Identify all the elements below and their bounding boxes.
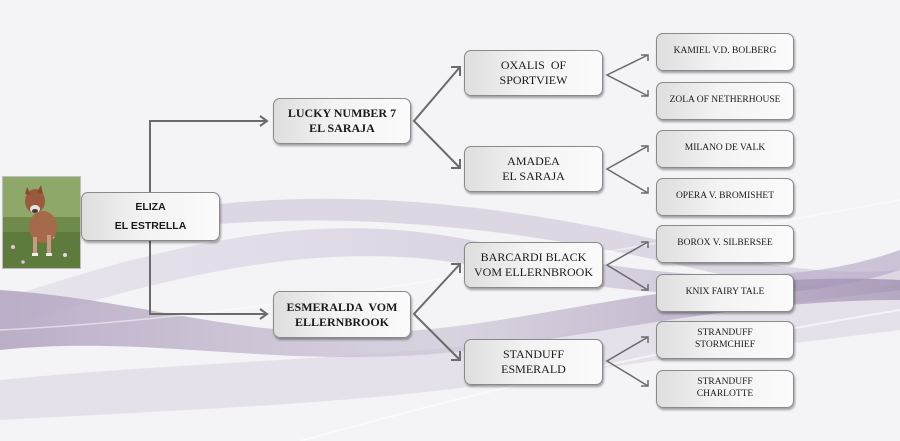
ancestor-name: KAMIEL V.D. BOLBERG xyxy=(673,46,777,57)
sire-dam-name-line1: AMADEA xyxy=(507,154,560,168)
ancestor-name-line2: CHARLOTTE xyxy=(696,389,754,399)
sire-dam-name-line2: EL SARAJA xyxy=(502,169,565,183)
ancestor-name-line1: STRANDUFF xyxy=(697,328,753,339)
dam-name-line1: ESMERALDA VOM xyxy=(286,299,398,314)
pedigree-dam-sire[interactable]: BARCARDI BLACK VOM ELLERNBROOK xyxy=(464,242,603,288)
sire-name-line2: EL SARAJA xyxy=(309,121,375,135)
ancestor-name-line2: STORMCHIEF xyxy=(694,340,755,350)
ancestor-name: MILANO DE VALK xyxy=(684,143,766,154)
connector-amadea-branch xyxy=(605,145,649,194)
pedigree-sire-sire[interactable]: OXALIS OF SPORTVIEW xyxy=(464,50,603,96)
ancestor-name: KNIX FAIRY TALE xyxy=(685,287,765,298)
pedigree-dam-dam[interactable]: STANDUFF ESMERALD xyxy=(464,339,603,385)
pedigree-sire-sire-sire[interactable]: KAMIEL V.D. BOLBERG xyxy=(656,33,794,71)
subject-name-line2: EL ESTRELLA xyxy=(114,219,187,232)
pedigree-sire-dam-dam[interactable]: OPERA V. BROMISHET xyxy=(656,178,794,216)
sire-name-line1: LUCKY NUMBER 7 xyxy=(287,106,397,120)
foal-photo xyxy=(2,176,81,269)
pedigree-sire-sire-dam[interactable]: ZOLA OF NETHERHOUSE xyxy=(656,82,794,120)
pedigree-sire[interactable]: LUCKY NUMBER 7 EL SARAJA xyxy=(273,98,411,144)
connector-subject-sire xyxy=(149,120,267,193)
dam-sire-name-line1: BARCARDI BLACK xyxy=(480,250,587,264)
ancestor-name: ZOLA OF NETHERHOUSE xyxy=(669,95,781,106)
dam-dam-name-line1: STANDUFF xyxy=(502,347,565,361)
ancestor-name: OPERA V. BROMISHET xyxy=(675,191,775,202)
ancestor-name: BOROX V. SILBERSEE xyxy=(677,238,773,249)
pedigree-sire-dam-sire[interactable]: MILANO DE VALK xyxy=(656,130,794,168)
connector-sire-branch xyxy=(412,66,461,169)
pedigree-dam-sire-dam[interactable]: KNIX FAIRY TALE xyxy=(656,274,794,312)
dam-name-line2: ELLERNBROOK xyxy=(294,314,390,329)
connector-oxalis-branch xyxy=(605,54,649,97)
dam-sire-name-line2: VOM ELLERNBROOK xyxy=(474,265,593,279)
connector-subject-dam xyxy=(149,240,267,315)
connector-standuff-branch xyxy=(605,336,649,387)
ancestor-name-line1: STRANDUFF xyxy=(697,377,753,388)
connector-dam-branch xyxy=(412,263,461,361)
dam-dam-name-line2: ESMERALD xyxy=(501,362,566,376)
pedigree-sire-dam[interactable]: AMADEA EL SARAJA xyxy=(464,146,603,192)
pedigree-dam-sire-sire[interactable]: BOROX V. SILBERSEE xyxy=(656,225,794,263)
sire-sire-name-line1: OXALIS OF xyxy=(500,58,567,72)
connector-barcardi-branch xyxy=(605,241,649,291)
sire-sire-name-line2: SPORTVIEW xyxy=(499,73,568,87)
pedigree-dam-dam-dam[interactable]: STRANDUFF CHARLOTTE xyxy=(656,370,794,408)
pedigree-subject[interactable]: ELIZA EL ESTRELLA xyxy=(81,192,220,241)
subject-name-line1: ELIZA xyxy=(135,200,166,213)
pedigree-dam[interactable]: ESMERALDA VOM ELLERNBROOK xyxy=(273,291,411,338)
pedigree-dam-dam-sire[interactable]: STRANDUFF STORMCHIEF xyxy=(656,321,794,359)
